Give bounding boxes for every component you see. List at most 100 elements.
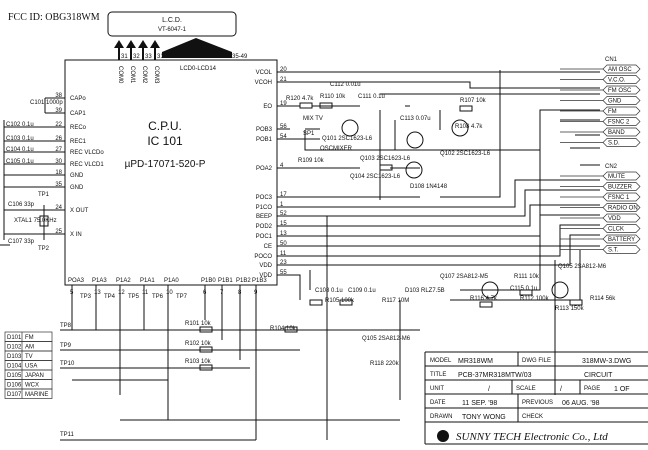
connector-pin-label: BUZZER [608,185,633,191]
cpu-pin-name: VDD [259,263,272,269]
cpu-pin-name: POB3 [256,127,273,133]
title-block: MODEL MR318WM DWG FILE 318MW-3.DWG TITLE… [424,351,648,445]
component-label: R101 10k [185,321,212,327]
component-label: Q101 2SC1623-L6 [322,136,373,142]
c104-label: C104 0.1u [6,147,34,153]
drawn-label: DRAWN [430,414,452,420]
diode-ref: D106 [7,383,22,389]
component-label: R118 220k [370,361,400,367]
check-label: CHECK [522,414,543,420]
cpu-pin-number: 25 [55,229,62,235]
resistor-symbol [199,346,213,353]
component-label: C112 0.01u [330,82,361,88]
component-label: R108 4.7k [455,124,483,130]
resistor-symbol [309,299,323,306]
wire [460,150,541,291]
transistor-symbol [405,161,423,179]
connector-pin-label: BAND [608,130,625,136]
cpu-pin-number: 13 [280,231,287,237]
component-label: TP11 [60,432,75,438]
cpu-pin-number: 17 [280,192,287,198]
cpu-pin-number: 39 [55,108,62,114]
component-label: R109 10k [298,158,325,164]
cpu-pin-number: 1 [280,202,284,208]
table-row [4,388,53,399]
component-label: R110 10k [320,94,346,100]
diode-ref: D103 [7,354,22,360]
cpu-pin-number: 35 [55,182,62,188]
com-label: COM2 [141,66,147,84]
resistor-symbol [199,364,213,371]
resistor-symbol [319,102,333,109]
cpu-pin-name: POCO [254,254,272,260]
cpu-pin-name: REC1 [70,139,87,145]
c101-label: C101 1000p [30,100,63,106]
cpu-pin-name: GND [70,185,84,191]
date-label: DATE [430,400,446,406]
wire [277,224,600,257]
connector-pin-label: S.D. [608,141,620,147]
tp2-label: TP2 [38,246,50,252]
connector-pin-label: CLCK [608,227,624,233]
cpu-pin-number: 20 [280,67,287,73]
resistor-symbol [379,164,393,171]
component-label: D103 RLZ7.5B [405,288,445,294]
component-label: TP3 [80,294,92,300]
cpu-pin-number: 55 [280,270,287,276]
connector-pin-label: BATTERY [608,237,635,243]
lcd-block: L.C.D. VT-6047-1 LCD0-LCD14 [107,11,237,72]
cpu-pin-name: P1CO [256,205,273,211]
cpu-pin-name: X OUT [70,208,89,214]
date-value: 11 SEP. '98 [462,400,497,407]
scale-label: SCALE [516,386,536,392]
lcd-title: L.C.D. [162,17,182,24]
cpu-pin-name: CAPo [70,96,86,102]
component-label: R102 10k [185,341,212,347]
component-label: Q105 2SA812-M6 [558,264,607,270]
connector-pin-label: FSNC 2 [608,120,630,126]
component-label: C109 0.1u [348,288,376,294]
cpu-pin-name: VCOH [255,80,272,86]
component-label: TP5 [128,294,140,300]
component-label: Q102 2SC1623-L6 [440,151,491,157]
resistor-symbol [569,299,583,306]
component-label: SP1 [303,131,315,137]
wire [277,274,301,300]
cpu-pin-number: 26 [55,136,62,142]
scale-value: / [560,386,562,393]
component-label: C113 0.07u [400,116,431,122]
component-label: R114 56k [590,296,616,302]
diode-label: USA [25,364,37,370]
cpu-pin-number: 4 [280,163,284,169]
lcd-bus-label: LCD0-LCD14 [180,66,217,72]
cpu-pin-number: 56 [280,124,287,130]
cpu-pin-name: POD2 [256,224,273,230]
connector-pin-label: FM OSC [608,88,632,94]
c103-label: C103 0.1u [6,136,34,142]
cpu-pin-number: 54 [280,134,287,140]
component-label: TP7 [176,294,188,300]
component-label: R116 4.7k [470,296,498,302]
connector-pin-label: MUTE [608,174,625,180]
lcd-pin-number: 32 [133,54,140,60]
cpu-title: C.P.U. [148,119,182,133]
cpu-pin-name: P1B3 [252,278,267,284]
component-label: R111 10k [514,274,540,280]
component-label: MIX TV [303,116,323,122]
wire [277,179,600,208]
component-label: TP6 [152,294,164,300]
cpu-pin-name: P1B0 [201,278,216,284]
cpu-pin-name: P1B1 [218,278,233,284]
model-label: MODEL [430,358,452,364]
transistor-symbol [451,119,469,137]
cpu-pin-number: 22 [55,122,62,128]
diode-ref: D105 [7,373,22,379]
tp1-label: TP1 [38,192,50,198]
cpu-pin-name: POB1 [256,137,273,143]
cpu-pin-name: POC1 [256,234,273,240]
cpu-pin-number: 11 [142,290,149,296]
diode-label: WCX [25,383,39,389]
component-label: C115 0.1u [510,286,537,292]
